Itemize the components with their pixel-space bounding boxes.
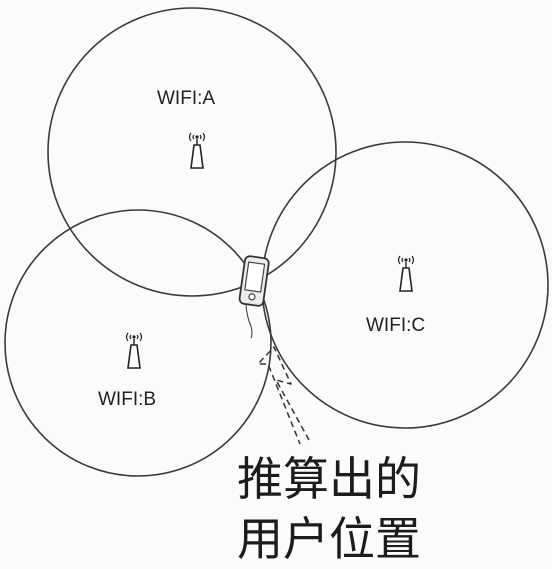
wifi-b-coverage-circle — [4, 209, 272, 477]
wifi-a-label: WIFI:A — [157, 88, 215, 109]
wifi-a-coverage-circle — [47, 7, 337, 297]
arrow-icon — [257, 346, 310, 445]
antenna-icon — [125, 332, 143, 369]
wifi-b-label: WIFI:B — [98, 389, 156, 410]
caption-line-2: 用户位置 — [237, 512, 421, 566]
antenna-icon — [397, 255, 415, 292]
caption-line-1: 推算出的 — [237, 452, 421, 506]
phone-icon — [238, 255, 270, 339]
wifi-c-label: WIFI:C — [366, 315, 425, 336]
antenna-icon — [188, 132, 206, 169]
